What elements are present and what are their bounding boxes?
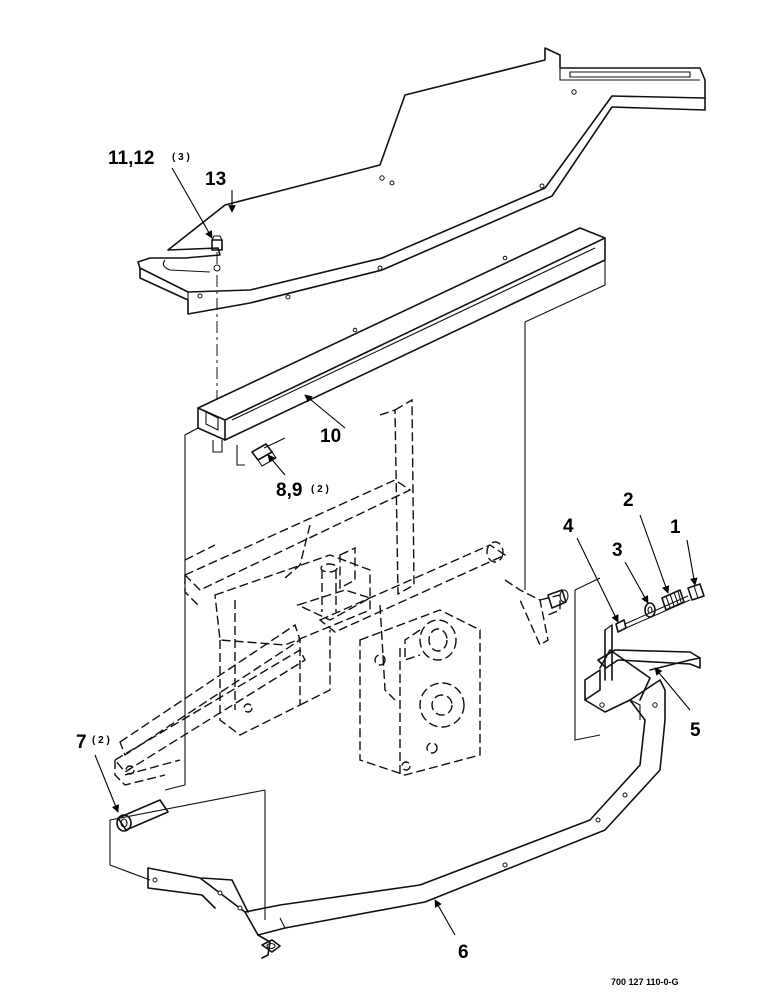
- callout-1: 1: [670, 517, 681, 538]
- svg-text:8,9: 8,9: [276, 480, 302, 501]
- svg-text:4: 4: [563, 516, 574, 537]
- rod-part-5: [597, 649, 701, 671]
- svg-text:( 2 ): ( 2 ): [92, 735, 110, 746]
- svg-text:( 2 ): ( 2 ): [311, 484, 329, 495]
- callout-2: 2: [623, 490, 634, 511]
- bumper-near-bracket: [547, 589, 569, 609]
- svg-text:3: 3: [612, 540, 623, 561]
- callout-5: 5: [690, 720, 701, 741]
- svg-text:13: 13: [205, 169, 226, 190]
- frame-assembly-reference: [113, 398, 561, 786]
- callout-13: 13: [205, 169, 226, 190]
- svg-text:6: 6: [458, 942, 469, 963]
- phantom-alignment-lines: [109, 260, 606, 920]
- svg-text:1: 1: [670, 517, 681, 538]
- svg-text:( 3 ): ( 3 ): [172, 152, 190, 163]
- callout-6: 6: [458, 942, 469, 963]
- bolt-part-8-9: [251, 437, 286, 467]
- nut-bottom: [261, 939, 281, 953]
- svg-text:11,12: 11,12: [108, 148, 155, 169]
- callout-8-9: 8,9 ( 2 ): [276, 480, 329, 501]
- frame-bar-part-6: [147, 649, 666, 959]
- spring-assembly-parts-1-4: [615, 583, 705, 633]
- callout-10: 10: [320, 426, 341, 447]
- svg-text:10: 10: [320, 426, 341, 447]
- svg-text:7: 7: [76, 732, 87, 753]
- callout-4: 4: [563, 516, 574, 537]
- leader-lines: [94, 167, 698, 936]
- shield-plate-part-13: [137, 47, 706, 315]
- svg-text:2: 2: [623, 490, 634, 511]
- callout-3: 3: [612, 540, 623, 561]
- svg-text:5: 5: [690, 720, 701, 741]
- bolt-part-11-12: [211, 235, 223, 400]
- bumper-part-7: [116, 799, 169, 832]
- drawing-number: 700 127 110-0-G: [611, 977, 679, 987]
- callout-11-12: 11,12 ( 3 ): [108, 148, 190, 169]
- callout-7: 7 ( 2 ): [76, 732, 110, 753]
- spring-rod: [604, 624, 613, 681]
